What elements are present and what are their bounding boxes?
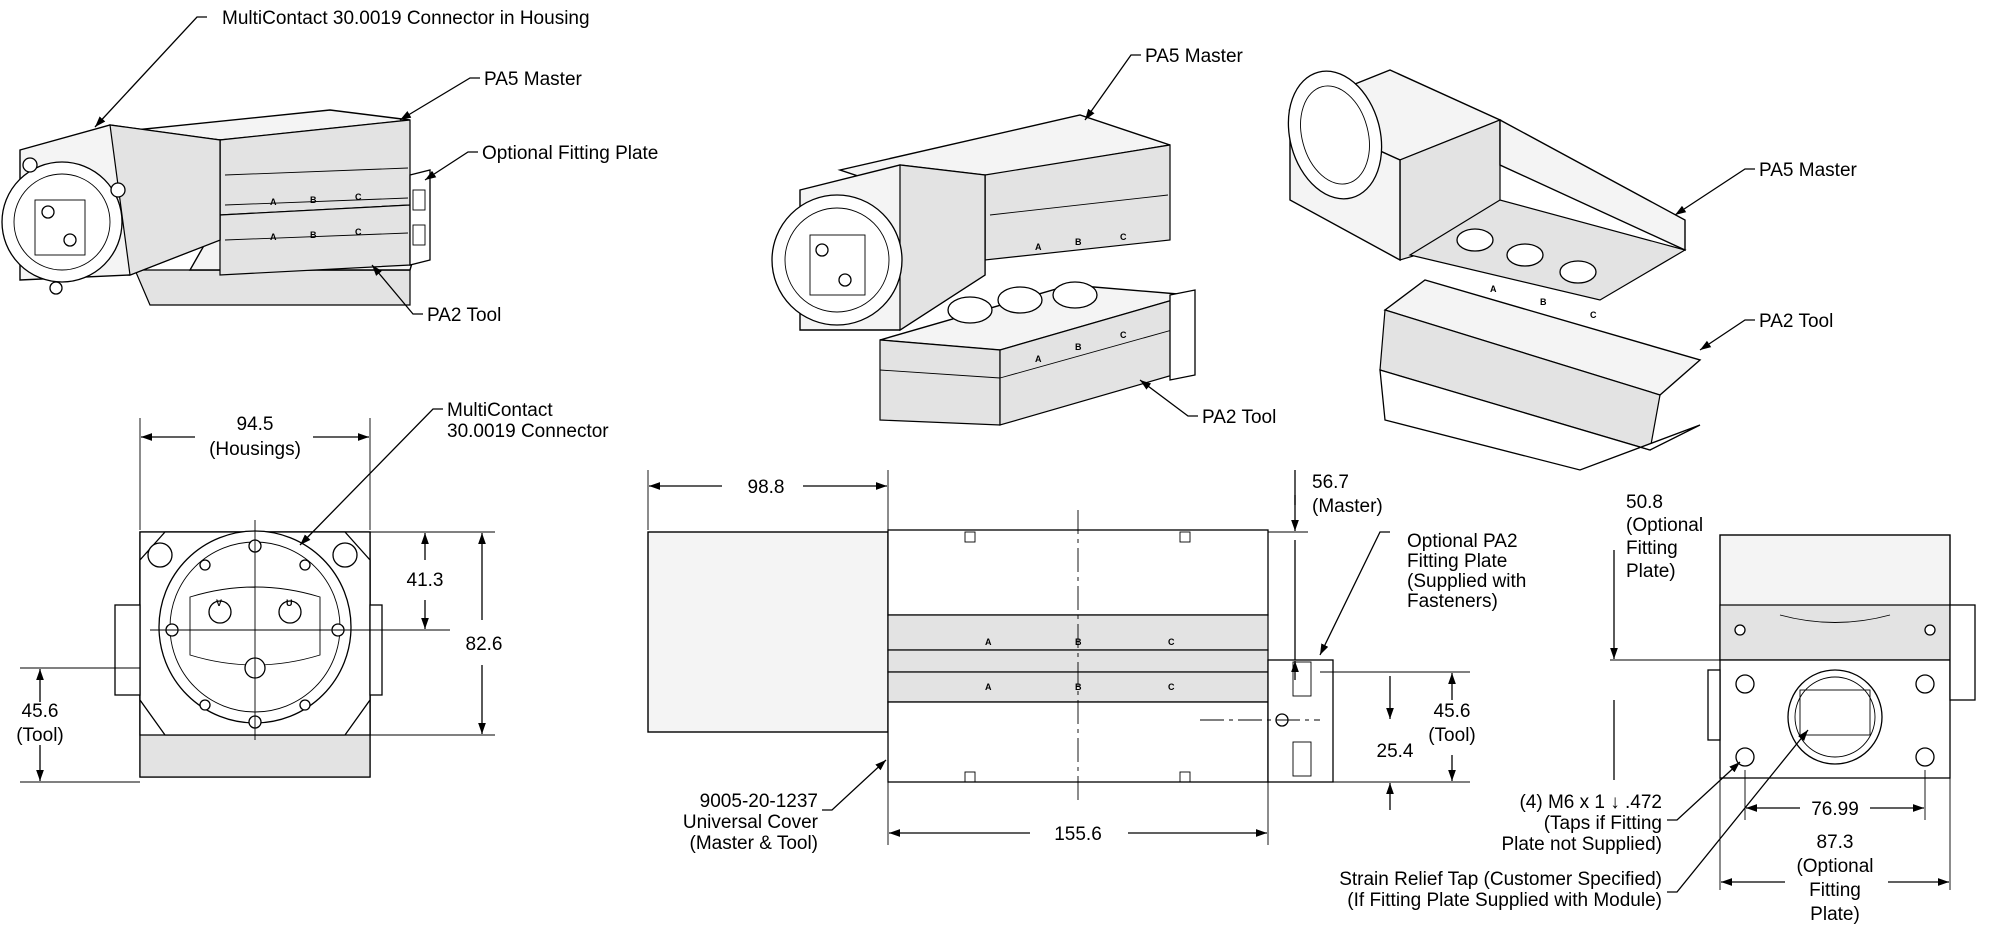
iso2-master-callout: PA5 Master <box>1145 46 1244 67</box>
iso2-callouts: PA5 Master PA2 Tool <box>1084 46 1276 428</box>
end-873-line3: Fitting <box>1809 880 1861 901</box>
end-508-line2: (Optional <box>1626 515 1703 536</box>
end-508-line4: Plate) <box>1626 561 1676 582</box>
iso-view-assembled: A B C A B C <box>1 109 431 306</box>
iso3-master-callout: PA5 Master <box>1759 160 1858 181</box>
end-508-dim: 50.8 <box>1626 492 1663 513</box>
side-fitting-callout-2: Fitting Plate <box>1407 551 1507 572</box>
iso-view-separated-rear: A B C <box>1287 69 1702 471</box>
tap-callout-2: (Taps if Fitting <box>1544 813 1662 834</box>
iso1-callouts: MultiContact 30.0019 Connector in Housin… <box>94 8 658 326</box>
iso1-master-callout: PA5 Master <box>484 69 583 90</box>
side-marking-b2: B <box>1075 682 1082 692</box>
end-view <box>1707 534 1976 779</box>
side-fitting-callout-3: (Supplied with <box>1407 571 1526 592</box>
side-1556-dim: 155.6 <box>1054 824 1102 845</box>
iso-view-separated-front: A B C A B C <box>771 114 1196 426</box>
iso3-marking-b: B <box>1540 297 1547 307</box>
side-567-dim: 56.7 <box>1312 472 1349 493</box>
iso1-marking-a2: A <box>270 232 277 242</box>
iso3-marking-c: C <box>1590 310 1597 320</box>
iso2-tool-callout: PA2 Tool <box>1202 407 1276 428</box>
side-fitting-callout-1: Optional PA2 <box>1407 531 1518 552</box>
iso1-marking-b2: B <box>310 230 317 240</box>
side-fitting-callout-4: Fasteners) <box>1407 591 1498 612</box>
iso1-fitting-callout: Optional Fitting Plate <box>482 143 658 164</box>
front-tool-dim: 45.6 <box>22 701 59 722</box>
iso2-marking-c2: C <box>1120 330 1127 340</box>
cover-callout-3: (Master & Tool) <box>690 833 818 854</box>
iso2-marking-a2: A <box>1035 354 1042 364</box>
iso1-connector-callout: MultiContact 30.0019 Connector in Housin… <box>222 8 590 29</box>
end-873-line4: Plate) <box>1810 904 1860 925</box>
side-view-dimensions: 98.8 56.7 (Master) 45.6 (Tool) 25.4 155.… <box>647 470 1526 854</box>
tap-callout-1: (4) M6 x 1 ↓ .472 <box>1519 792 1662 813</box>
front-connector-callout-2: 30.0019 Connector <box>447 421 609 442</box>
side-marking-c2: C <box>1168 682 1175 692</box>
side-tool-note: (Tool) <box>1428 725 1476 746</box>
front-connector-callout-1: MultiContact <box>447 400 553 421</box>
front-tool-note: (Tool) <box>16 725 64 746</box>
front-413-dim: 41.3 <box>407 570 444 591</box>
side-marking-c: C <box>1168 637 1175 647</box>
side-marking-b: B <box>1075 637 1082 647</box>
side-tool-dim: 45.6 <box>1434 701 1471 722</box>
tap-callout-3: Plate not Supplied) <box>1501 834 1662 855</box>
front-marking-u: U <box>286 598 293 608</box>
end-873-line2: (Optional <box>1796 856 1873 877</box>
iso3-callouts: PA5 Master PA2 Tool <box>1674 160 1858 351</box>
cover-callout-1: 9005-20-1237 <box>700 791 818 812</box>
iso1-tool-callout: PA2 Tool <box>427 305 501 326</box>
iso3-tool-callout: PA2 Tool <box>1759 311 1833 332</box>
iso1-marking-c2: C <box>355 227 362 237</box>
side-view: A B C A B C <box>647 510 1334 800</box>
front-view-dimensions: 94.5 (Housings) 41.3 82.6 45.6 (Tool) Mu… <box>16 400 609 783</box>
iso1-marking-c: C <box>355 192 362 202</box>
front-marking-v: V <box>216 598 222 608</box>
side-567-note: (Master) <box>1312 496 1383 517</box>
front-width-dim: 94.5 <box>237 414 274 435</box>
front-826-dim: 82.6 <box>466 634 503 655</box>
iso2-marking-b2: B <box>1075 342 1082 352</box>
end-view-dimensions: 50.8 (Optional Fitting Plate) 76.99 87.3… <box>1339 492 1951 925</box>
side-254-dim: 25.4 <box>1377 741 1414 762</box>
strain-callout-1: Strain Relief Tap (Customer Specified) <box>1339 869 1662 890</box>
iso1-marking-a: A <box>270 197 277 207</box>
front-view: V U <box>114 520 383 778</box>
side-marking-a2: A <box>985 682 992 692</box>
side-988-dim: 98.8 <box>748 477 785 498</box>
cover-callout-2: Universal Cover <box>683 812 819 833</box>
end-7699-dim: 76.99 <box>1811 799 1859 820</box>
iso2-marking-c: C <box>1120 232 1127 242</box>
iso2-marking-b: B <box>1075 237 1082 247</box>
end-508-line3: Fitting <box>1626 538 1678 559</box>
iso3-marking-a: A <box>1490 284 1497 294</box>
iso2-marking-a: A <box>1035 242 1042 252</box>
side-marking-a: A <box>985 637 992 647</box>
front-width-note: (Housings) <box>209 439 301 460</box>
iso1-marking-b: B <box>310 195 317 205</box>
strain-callout-2: (If Fitting Plate Supplied with Module) <box>1347 890 1662 911</box>
end-873-dim: 87.3 <box>1817 832 1854 853</box>
